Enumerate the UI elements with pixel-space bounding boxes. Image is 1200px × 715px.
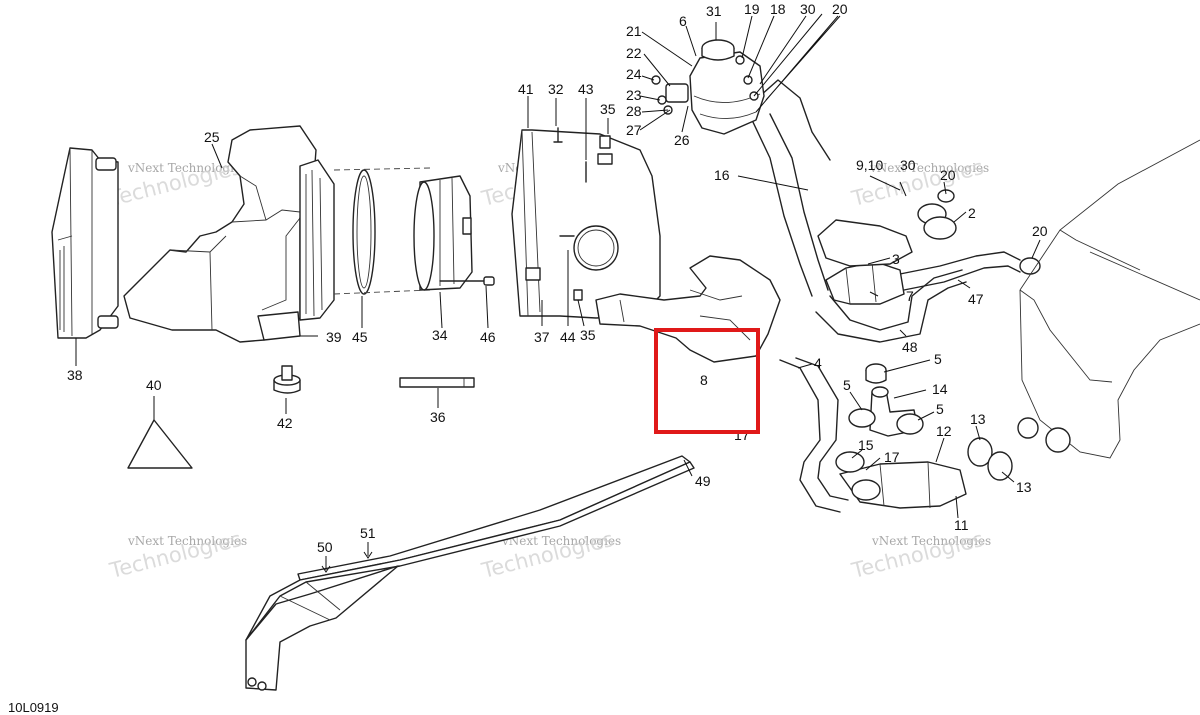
callout-36: 36 (430, 409, 446, 425)
hose-4[interactable] (779, 357, 849, 513)
callout-9-10: 9,10 (856, 157, 883, 173)
bolt-46[interactable] (439, 276, 495, 286)
highlight-box-part-8[interactable] (654, 328, 760, 434)
callout-49: 49 (695, 473, 711, 489)
callout-37: 37 (534, 329, 550, 345)
callout-5: 5 (934, 351, 942, 367)
callout-32: 32 (548, 81, 564, 97)
callout-labels: 2 3 4 5 5 5 6 7 8 9,10 11 12 13 13 14 15… (67, 1, 1048, 555)
callout-26: 26 (674, 132, 690, 148)
callout-25: 25 (204, 129, 220, 145)
diagram-code: 10L0919 (8, 700, 59, 715)
callout-35: 35 (600, 101, 616, 117)
watermark-text: vNext Technologies (871, 534, 991, 548)
clamp-20[interactable] (937, 189, 1041, 275)
callout-13: 13 (970, 411, 986, 427)
callout-16: 16 (714, 167, 730, 183)
cap-31[interactable] (701, 39, 735, 61)
callout-30: 30 (900, 157, 916, 173)
skid-plate-49[interactable] (245, 455, 695, 691)
rivets-50-51[interactable] (321, 542, 373, 573)
callout-46: 46 (480, 329, 496, 345)
body-panel (1017, 139, 1200, 459)
callout-42: 42 (277, 415, 293, 431)
watermark-text: vNext Technologies (501, 534, 621, 548)
callout-19: 19 (744, 1, 760, 17)
callout-44: 44 (560, 329, 576, 345)
hose-48[interactable] (815, 269, 967, 343)
clamp-2[interactable] (917, 203, 957, 240)
reservoir-fittings[interactable] (651, 55, 759, 115)
callout-23: 23 (626, 87, 642, 103)
seal-45[interactable] (352, 169, 376, 295)
callout-40: 40 (146, 377, 162, 393)
callout-5: 5 (843, 377, 851, 393)
callout-20: 20 (940, 167, 956, 183)
watermark-text: vNext Technologies (127, 534, 247, 548)
callout-18: 18 (770, 1, 786, 17)
callout-17: 17 (734, 427, 750, 443)
radiator-shroud-25[interactable] (123, 125, 317, 343)
callout-4: 4 (814, 355, 822, 371)
watermark-text: vNext Technologies (869, 161, 989, 175)
cap-5[interactable] (865, 363, 887, 384)
callout-51: 51 (360, 525, 376, 541)
radiator-38[interactable] (51, 147, 119, 339)
fan-assembly (299, 159, 335, 321)
callout-31: 31 (706, 3, 722, 19)
hose-16[interactable] (751, 79, 831, 297)
rubber-mount-42[interactable] (273, 365, 301, 394)
hose-8[interactable] (595, 255, 781, 363)
callout-20: 20 (832, 1, 848, 17)
watermark-text: vNext Technologies (127, 161, 247, 175)
callout-8: 8 (700, 372, 708, 388)
callout-22: 22 (626, 45, 642, 61)
callout-6: 6 (679, 13, 687, 29)
clamps-5-15[interactable] (835, 408, 924, 501)
callout-24: 24 (626, 66, 642, 82)
callout-27: 27 (626, 122, 642, 138)
callout-2: 2 (968, 205, 976, 221)
leader-lines (75, 13, 1041, 519)
part-36[interactable] (399, 377, 475, 388)
callout-30: 30 (800, 1, 816, 17)
callout-11: 11 (954, 517, 969, 533)
callout-12: 12 (936, 423, 952, 439)
callout-34: 34 (432, 327, 448, 343)
bolts-32-43[interactable] (553, 127, 611, 301)
tank-41[interactable] (511, 129, 661, 319)
callout-41: 41 (518, 81, 534, 97)
hose-3-7[interactable] (817, 219, 913, 305)
assembly-guide-lines (333, 167, 431, 295)
clamps-13[interactable] (967, 437, 1013, 481)
callout-39: 39 (326, 329, 342, 345)
callout-48: 48 (902, 339, 918, 355)
callout-13: 13 (1016, 479, 1032, 495)
fan-cover-34[interactable] (413, 175, 473, 291)
hose-47[interactable] (899, 251, 1021, 291)
callout-14: 14 (932, 381, 948, 397)
callout-28: 28 (626, 103, 642, 119)
callout-7: 7 (906, 288, 914, 304)
callout-15: 15 (858, 437, 874, 453)
callout-38: 38 (67, 367, 83, 383)
callout-5: 5 (936, 401, 944, 417)
callout-21: 21 (626, 23, 642, 39)
callout-17: 17 (884, 449, 900, 465)
tool-40-triangle (127, 396, 193, 469)
callout-50: 50 (317, 539, 333, 555)
callout-47: 47 (968, 291, 984, 307)
callout-45: 45 (352, 329, 368, 345)
callout-35: 35 (580, 327, 596, 343)
callout-20: 20 (1032, 223, 1048, 239)
callout-43: 43 (578, 81, 594, 97)
callout-3: 3 (892, 251, 900, 267)
